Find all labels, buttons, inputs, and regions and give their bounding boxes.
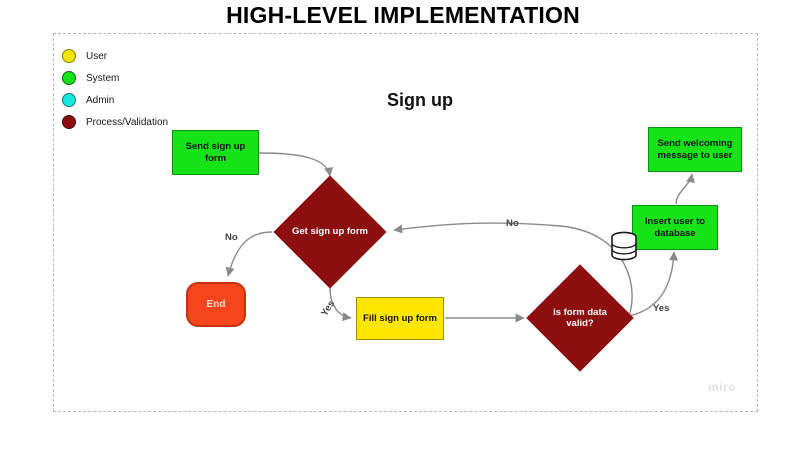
legend-item-system: System [62, 67, 232, 89]
section-heading: Sign up [387, 90, 453, 110]
legend-label-user: User [86, 50, 108, 62]
miro-watermark: miro [708, 380, 737, 394]
legend-dot-admin-icon [62, 93, 76, 107]
legend-label-system: System [86, 72, 120, 84]
node-send-sign-up-form[interactable]: Send sign up form [172, 130, 259, 175]
database-icon [611, 231, 637, 261]
node-label-fill-sign-up-form: Fill sign up form [363, 312, 437, 324]
decision-shape-is-form-data-valid [526, 264, 634, 372]
node-label-insert-user-to-database: Insert user to database [644, 216, 706, 239]
legend-item-user: User [62, 45, 232, 67]
edge-label-valid-no: No [506, 218, 519, 229]
legend-item-admin: Admin [62, 89, 232, 111]
page-title: HIGH-LEVEL IMPLEMENTATION [226, 2, 580, 28]
legend-label-admin: Admin [86, 94, 115, 106]
node-fill-sign-up-form[interactable]: Fill sign up form [356, 297, 444, 340]
node-send-welcoming-message[interactable]: Send welcoming message to user [648, 127, 742, 172]
node-get-sign-up-form[interactable]: Get sign up form [273, 175, 387, 289]
edge-label-valid-yes: Yes [653, 303, 670, 314]
node-end[interactable]: End [186, 282, 246, 327]
edge-label-get-form-no: No [225, 232, 238, 243]
node-is-form-data-valid[interactable]: is form data valid? [526, 264, 634, 372]
legend-dot-system-icon [62, 71, 76, 85]
legend-item-process-validation: Process/Validation [62, 111, 232, 133]
decision-shape-get-sign-up-form [273, 175, 387, 289]
node-label-send-welcoming-message: Send welcoming message to user [657, 138, 733, 161]
node-label-send-sign-up-form: Send sign up form [185, 141, 246, 164]
legend-label-process-validation: Process/Validation [86, 116, 169, 128]
node-insert-user-to-database[interactable]: Insert user to database [632, 205, 718, 250]
legend: User System Admin Process/Validation [62, 45, 232, 133]
legend-dot-process-icon [62, 115, 76, 129]
node-label-end: End [206, 298, 226, 310]
legend-dot-user-icon [62, 49, 76, 63]
